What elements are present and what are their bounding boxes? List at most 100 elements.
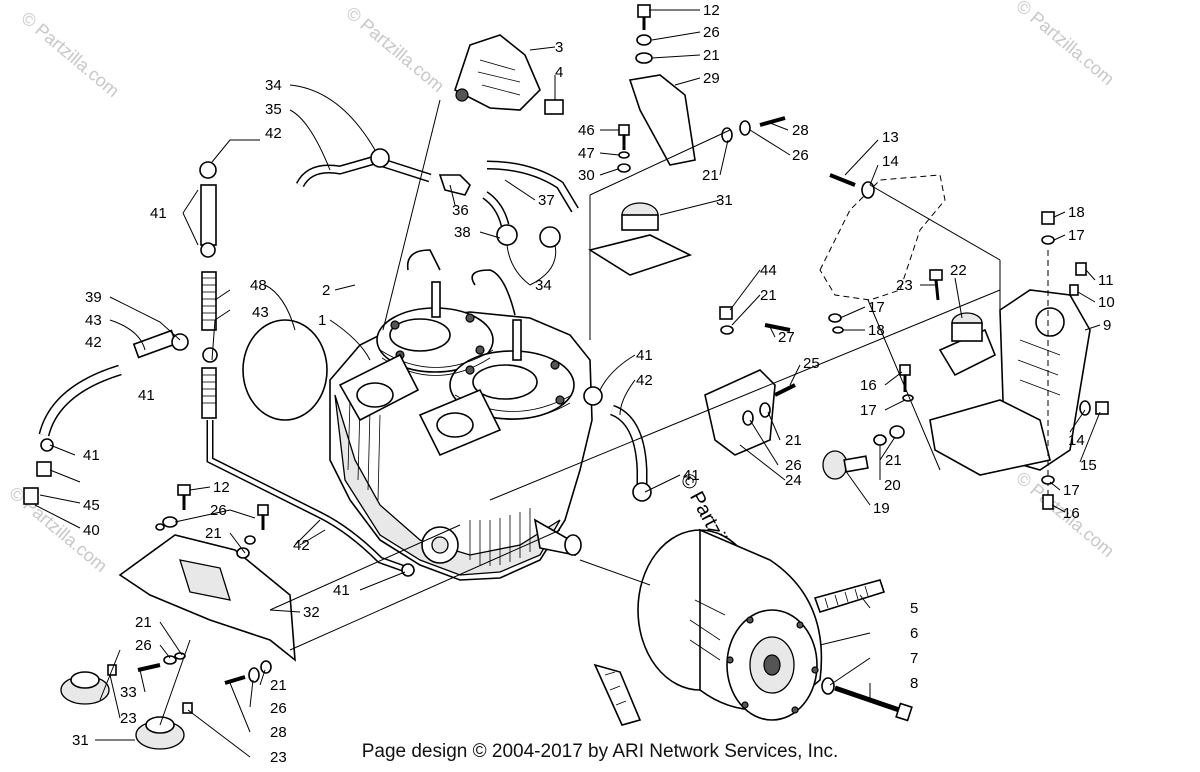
callout-42: 42: [293, 537, 310, 554]
callout-27: 27: [778, 329, 795, 346]
callout-4: 4: [555, 64, 563, 81]
engine-plate: [929, 399, 1051, 476]
callout-17: 17: [1063, 482, 1080, 499]
callout-31: 31: [716, 192, 733, 209]
callout-16: 16: [860, 377, 877, 394]
callout-41: 41: [333, 582, 350, 599]
callout-24: 24: [785, 472, 802, 489]
bracket-24: [704, 369, 776, 456]
callout-7: 7: [910, 650, 918, 667]
callout-23: 23: [120, 710, 137, 727]
callout-21: 21: [703, 47, 720, 64]
alignment-lines: [99, 99, 1001, 726]
bracket-3: [454, 34, 564, 115]
hardware: [107, 4, 1109, 714]
callout-38: 38: [454, 224, 471, 241]
callout-26: 26: [703, 24, 720, 41]
callout-32: 32: [303, 604, 320, 621]
callout-17: 17: [860, 402, 877, 419]
leader-lines: [34, 9, 1101, 758]
callout-28: 28: [792, 122, 809, 139]
callout-37: 37: [538, 192, 555, 209]
callout-20: 20: [884, 477, 901, 494]
mount-22: [938, 312, 997, 377]
callout-11: 11: [1098, 272, 1114, 289]
callout-30: 30: [578, 167, 595, 184]
callout-36: 36: [452, 202, 469, 219]
gasket-48: [242, 319, 328, 421]
callout-22: 22: [950, 262, 967, 279]
callout-41: 41: [138, 387, 155, 404]
callout-5: 5: [910, 600, 918, 617]
callout-21: 21: [885, 452, 902, 469]
callout-26: 26: [792, 147, 809, 164]
mount-plate-32: [118, 534, 296, 662]
callout-40: 40: [83, 522, 100, 539]
callout-21: 21: [270, 677, 287, 694]
callout-14: 14: [882, 153, 899, 170]
callout-19: 19: [873, 500, 890, 517]
callout-39: 39: [85, 289, 102, 306]
mount-31-upper: [587, 202, 693, 276]
callout-42: 42: [636, 372, 653, 389]
callout-21: 21: [785, 432, 802, 449]
watermark-3: © Partzilla.com: [1012, 0, 1118, 89]
callout-41: 41: [683, 467, 700, 484]
callout-42: 42: [85, 334, 102, 351]
callout-29: 29: [703, 70, 720, 87]
callout-23: 23: [270, 749, 287, 766]
callout-45: 45: [83, 497, 100, 514]
callout-6: 6: [910, 625, 918, 642]
callout-43: 43: [252, 304, 269, 321]
callout-12: 12: [213, 479, 230, 496]
callout-21: 21: [702, 167, 719, 184]
callout-21: 21: [205, 525, 222, 542]
callout-41: 41: [636, 347, 653, 364]
callout-26: 26: [785, 457, 802, 474]
callout-15: 15: [1080, 457, 1097, 474]
copyright-footer: Page design © 2004-2017 by ARI Network S…: [361, 741, 839, 762]
callout-25: 25: [803, 355, 820, 372]
bracket-29: [628, 74, 696, 166]
hoses: [23, 148, 652, 577]
callout-34: 34: [265, 77, 282, 94]
callout-2: 2: [322, 282, 330, 299]
engine-assembly: [329, 249, 593, 581]
callout-17: 17: [1068, 227, 1085, 244]
drive-belt: [593, 579, 886, 726]
callout-18: 18: [1068, 204, 1085, 221]
callout-9: 9: [1103, 317, 1111, 334]
callout-35: 35: [265, 101, 282, 118]
callout-26: 26: [135, 637, 152, 654]
callout-26: 26: [210, 502, 227, 519]
callout-3: 3: [555, 39, 563, 56]
bumper-19: [822, 450, 869, 480]
callout-labels: 12 26 21 29 3 4 34 35 42 46 47 30 28 26 …: [72, 2, 1115, 766]
mount-31-lower: [60, 671, 185, 750]
callout-41: 41: [83, 447, 100, 464]
callout-42: 42: [265, 125, 282, 142]
heat-shield: [819, 174, 946, 301]
callout-17: 17: [868, 299, 885, 316]
callout-13: 13: [882, 129, 899, 146]
callout-43: 43: [85, 312, 102, 329]
callout-18: 18: [868, 322, 885, 339]
callout-41: 41: [150, 205, 167, 222]
callout-28: 28: [270, 724, 287, 741]
drive-clutch: [637, 528, 823, 721]
callout-48: 48: [250, 277, 267, 294]
callout-31: 31: [72, 732, 89, 749]
callout-44: 44: [760, 262, 777, 279]
callout-23: 23: [896, 277, 913, 294]
callout-47: 47: [578, 145, 595, 162]
watermark-2: © Partzilla.com: [342, 3, 448, 96]
callout-33: 33: [120, 684, 137, 701]
callout-1: 1: [318, 312, 326, 329]
callout-21: 21: [760, 287, 777, 304]
callout-14: 14: [1068, 432, 1085, 449]
callout-10: 10: [1098, 294, 1115, 311]
callout-16: 16: [1063, 505, 1080, 522]
callout-21: 21: [135, 614, 152, 631]
